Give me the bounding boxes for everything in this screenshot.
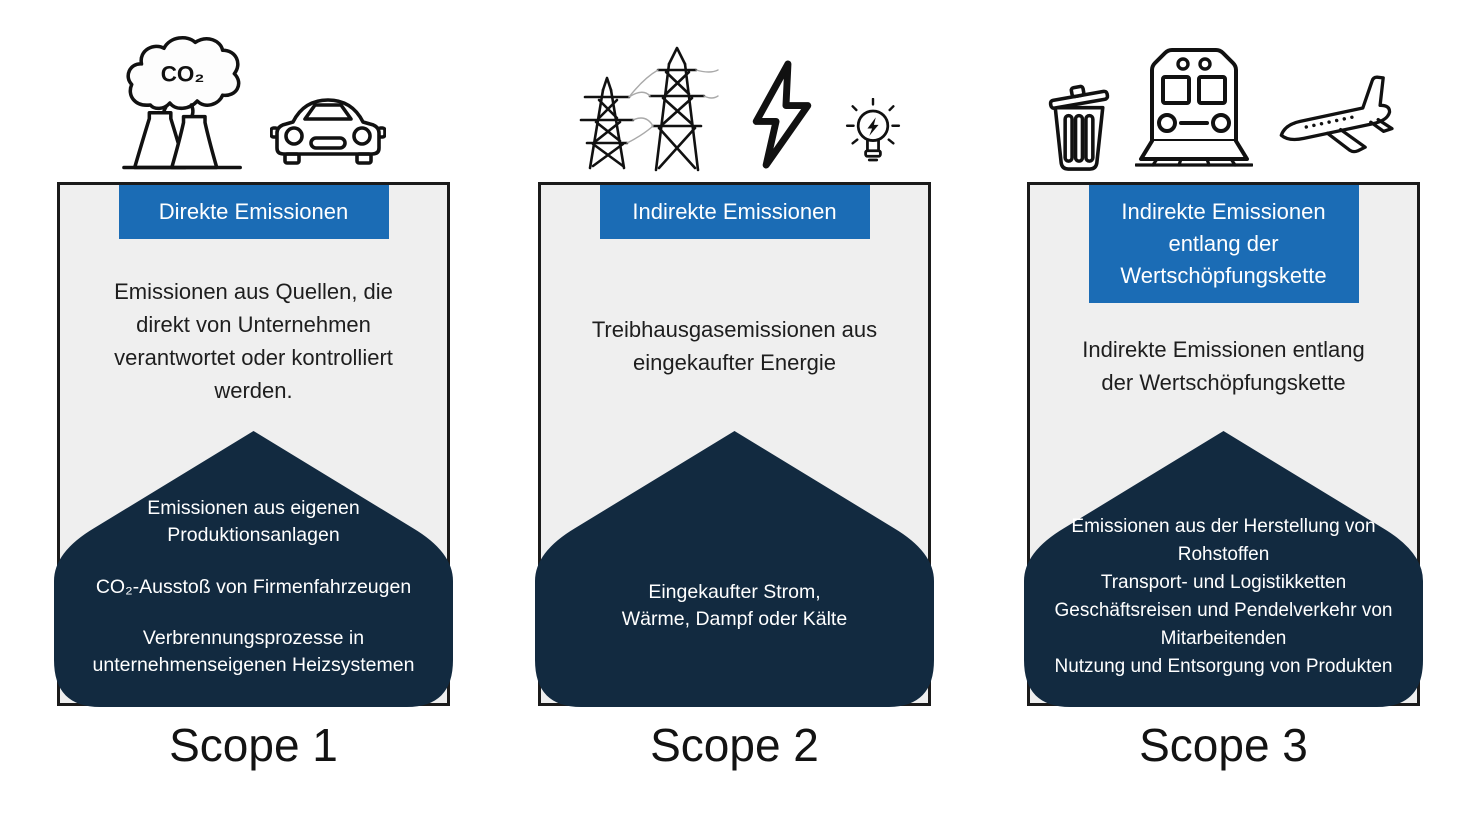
scope-3-description: Indirekte Emissionen entlang der Wertsch… — [1082, 336, 1365, 395]
scope-1-icons: CO₂ — [57, 0, 450, 172]
factory-co2-icon: CO₂ — [122, 36, 242, 170]
light-bulb-icon — [845, 98, 900, 162]
arrow-up-icon — [1024, 431, 1423, 707]
scope-1-column: CO₂ Direkte Emissionen Emissionen aus Q — [54, 0, 453, 772]
scope-2-arrow-shape: Eingekaufter Strom, Wärme, Dampf oder Kä… — [535, 431, 934, 707]
scope-3-details: Emissionen aus der Herstellung von Rohst… — [1024, 431, 1423, 707]
power-towers-icon — [579, 46, 719, 172]
scope-1-card: Direkte Emissionen Emissionen aus Quelle… — [54, 182, 453, 707]
detail-item: Emissionen aus eigenen Produktionsanlage… — [147, 497, 360, 547]
scope-3-icons — [1027, 0, 1420, 172]
scope-2-column: Indirekte Emissionen Treibhausgasemissio… — [535, 0, 934, 772]
co2-label: CO₂ — [161, 62, 205, 87]
scope-2-card: Indirekte Emissionen Treibhausgasemissio… — [535, 182, 934, 707]
scope-2-description: Treibhausgasemissionen aus eingekaufter … — [591, 316, 878, 375]
scope-2-icons — [538, 0, 931, 172]
scope-1-arrow-shape: Emissionen aus eigenen Produktionsanlage… — [54, 431, 453, 707]
detail-item: Verbrennungsprozesse in unternehmenseige… — [92, 626, 415, 677]
detail-item: Eingekaufter Strom, Wärme, Dampf oder Kä… — [621, 581, 848, 631]
scope-3-label: Scope 3 — [1139, 719, 1308, 771]
scope-3-arrow-shape: Emissionen aus der Herstellung von Rohst… — [1024, 431, 1423, 707]
scope-1-badge: Direkte Emissionen — [118, 185, 389, 239]
detail-item: Nutzung und Entsorgung von Produkten — [1054, 655, 1393, 677]
scope-2-details: Eingekaufter Strom, Wärme, Dampf oder Kä… — [535, 431, 934, 707]
scope-1-label: Scope 1 — [169, 719, 338, 771]
lightning-bolt-icon — [752, 60, 811, 169]
car-icon — [270, 98, 386, 165]
detail-item: Emissionen aus der Herstellung von Rohst… — [1071, 516, 1376, 565]
detail-item: Transport- und Logistikketten — [1100, 571, 1347, 593]
scope-1-details: Emissionen aus eigenen Produktionsanlage… — [54, 431, 453, 707]
scope-1-description: Emissionen aus Quellen, die direkt von U… — [114, 278, 393, 403]
arrow-up-icon — [54, 431, 453, 707]
arrow-up-icon — [535, 431, 934, 707]
scope-3-badge: Indirekte Emissionen entlang der Wertsch… — [1088, 185, 1359, 303]
train-icon — [1134, 48, 1253, 167]
trash-can-icon — [1048, 84, 1109, 171]
detail-item: Geschäftsreisen und Pendelverkehr von Mi… — [1054, 599, 1393, 649]
scope-3-card: Indirekte Emissionen entlang der Wertsch… — [1024, 182, 1423, 707]
detail-item: CO₂-Ausstoß von Firmenfahrzeugen — [95, 575, 412, 598]
scope-2-badge: Indirekte Emissionen — [599, 185, 870, 239]
scope-2-label: Scope 2 — [650, 719, 819, 771]
scope-3-column: Indirekte Emissionen entlang der Wertsch… — [1024, 0, 1423, 772]
airplane-icon — [1279, 75, 1394, 154]
